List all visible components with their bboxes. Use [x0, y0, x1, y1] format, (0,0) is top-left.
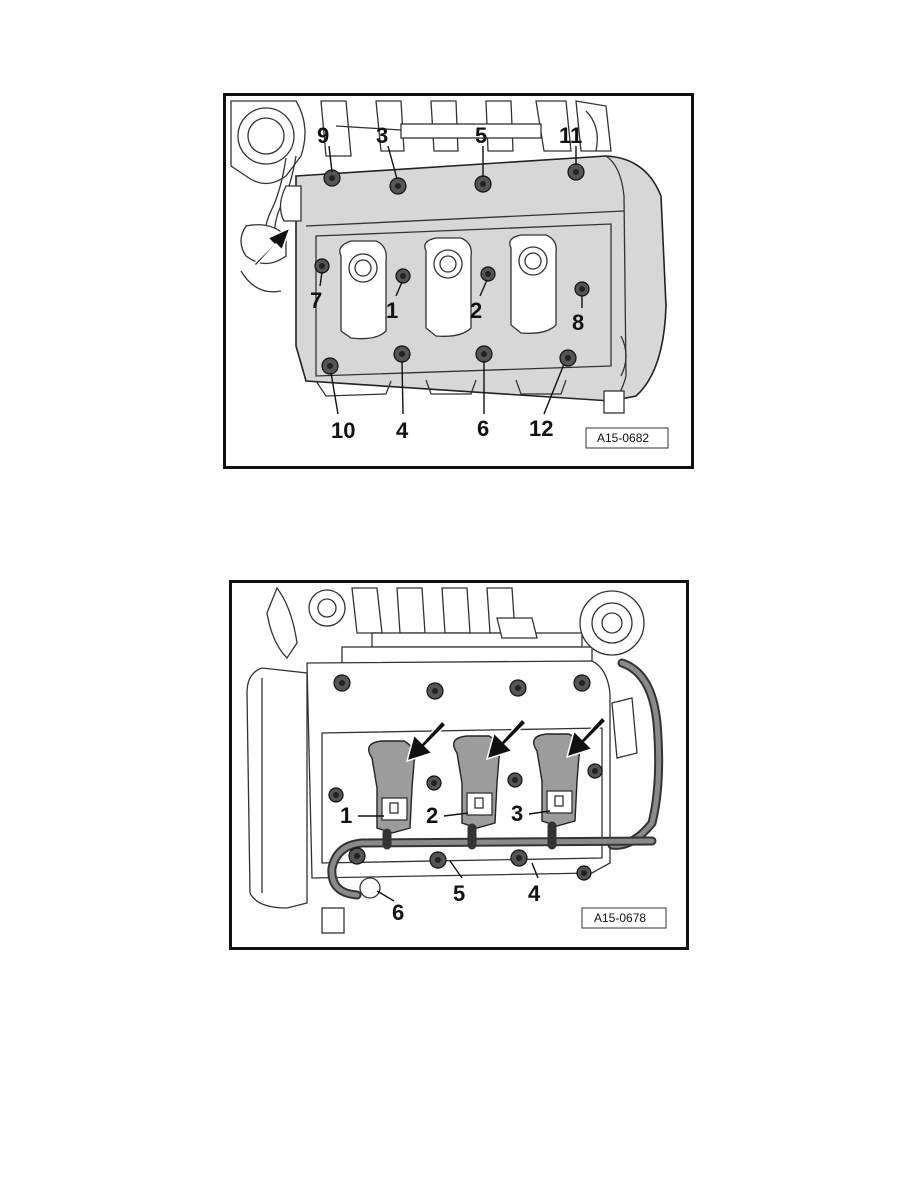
bolt-icon [323, 169, 341, 187]
callout-2: 2 [426, 803, 438, 828]
figure-code: A15-0678 [594, 911, 646, 925]
callout-3: 3 [511, 801, 523, 826]
bolt-icon [510, 849, 528, 867]
bolt-icon-group [314, 163, 590, 375]
bolt-icon-group [348, 847, 592, 881]
bolt-icon [328, 787, 344, 803]
callout-9: 9 [317, 123, 329, 148]
callout-6: 6 [477, 416, 489, 441]
callout-12: 12 [529, 416, 553, 441]
ignition-coil-icon [368, 740, 416, 834]
bolt-icon [389, 177, 407, 195]
callout-1: 1 [340, 803, 352, 828]
callout-4: 4 [528, 881, 541, 906]
arrow-icon [565, 715, 608, 759]
bolt-icon [395, 268, 411, 284]
callout-5: 5 [453, 881, 465, 906]
bolt-icon [348, 847, 366, 865]
figure-cylinder-head-cover-bolts: 9 3 5 11 7 1 2 8 10 4 6 12 A15-0682 [223, 93, 694, 469]
bolt-icon [480, 266, 496, 282]
background-components [230, 100, 612, 293]
figure-ignition-coils: 1 2 3 5 4 6 A15-0678 [229, 580, 689, 950]
callout-leaders [319, 145, 583, 415]
bolt-icon [576, 865, 592, 881]
wiring-harness [327, 821, 657, 900]
bolt-icon [475, 345, 493, 363]
bolt-icon [559, 349, 577, 367]
arrow-icon [252, 226, 292, 268]
bolt-icon [333, 674, 351, 692]
callout-7: 7 [310, 288, 322, 313]
bolt-icon [314, 258, 330, 274]
callout-8: 8 [572, 310, 584, 335]
callout-10: 10 [331, 418, 355, 443]
callout-1: 1 [386, 298, 398, 323]
bolt-icon [393, 345, 411, 363]
bolt-icon [574, 281, 590, 297]
engine-illustration: 1 2 3 5 4 6 A15-0678 [246, 586, 667, 934]
callout-2: 2 [470, 298, 482, 323]
bolt-icon [426, 682, 444, 700]
figure-code-box [581, 907, 667, 929]
bolt-icon-group [328, 674, 603, 803]
coil-wells [339, 234, 557, 340]
bolt-icon [509, 679, 527, 697]
bolt-icon [474, 175, 492, 193]
bolt-icon [567, 163, 585, 181]
bolt-icon [429, 851, 447, 869]
bolt-icon [573, 674, 591, 692]
callout-leaders [358, 810, 551, 902]
arrow-icon [405, 719, 448, 763]
figure-code-box [585, 427, 669, 449]
bolt-icon [321, 357, 339, 375]
figure-code: A15-0682 [597, 431, 649, 445]
callout-3: 3 [376, 123, 388, 148]
callout-11: 11 [559, 123, 582, 148]
bolt-icon [426, 775, 442, 791]
engine-illustration: 9 3 5 11 7 1 2 8 10 4 6 12 A15-0682 [230, 100, 669, 449]
arrow-icon [485, 717, 528, 761]
cylinder-head-cover [279, 155, 667, 414]
bolt-icon [587, 763, 603, 779]
callout-4: 4 [396, 418, 409, 443]
callout-5: 5 [475, 123, 487, 148]
callout-6: 6 [392, 900, 404, 925]
bolt-icon [507, 772, 523, 788]
